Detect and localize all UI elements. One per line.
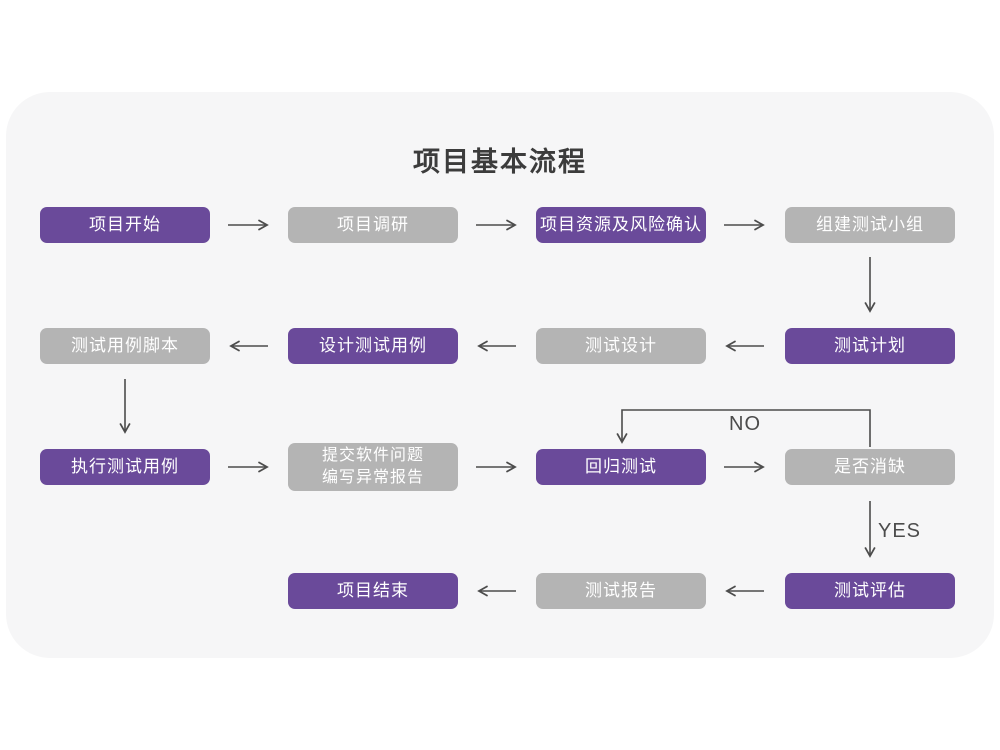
node-build-test-team: 组建测试小组 xyxy=(785,207,955,243)
yes-branch-label: YES xyxy=(878,520,922,542)
node-project-end: 项目结束 xyxy=(288,573,458,609)
no-branch-label: NO xyxy=(729,413,761,435)
node-test-design: 测试设计 xyxy=(536,328,706,364)
node-test-case-script: 测试用例脚本 xyxy=(40,328,210,364)
node-resources-and-risk: 项目资源及风险确认 xyxy=(536,207,706,243)
node-test-evaluation: 测试评估 xyxy=(785,573,955,609)
diagram-title: 项目基本流程 xyxy=(413,147,587,177)
node-defect-resolved: 是否消缺 xyxy=(785,449,955,485)
diagram-card xyxy=(6,92,994,658)
node-test-report: 测试报告 xyxy=(536,573,706,609)
node-project-research: 项目调研 xyxy=(288,207,458,243)
node-test-plan: 测试计划 xyxy=(785,328,955,364)
node-execute-test-case: 执行测试用例 xyxy=(40,449,210,485)
node-project-start: 项目开始 xyxy=(40,207,210,243)
node-regression-test: 回归测试 xyxy=(536,449,706,485)
node-submit-issue-report: 提交软件问题 编写异常报告 xyxy=(288,443,458,491)
node-design-test-case: 设计测试用例 xyxy=(288,328,458,364)
